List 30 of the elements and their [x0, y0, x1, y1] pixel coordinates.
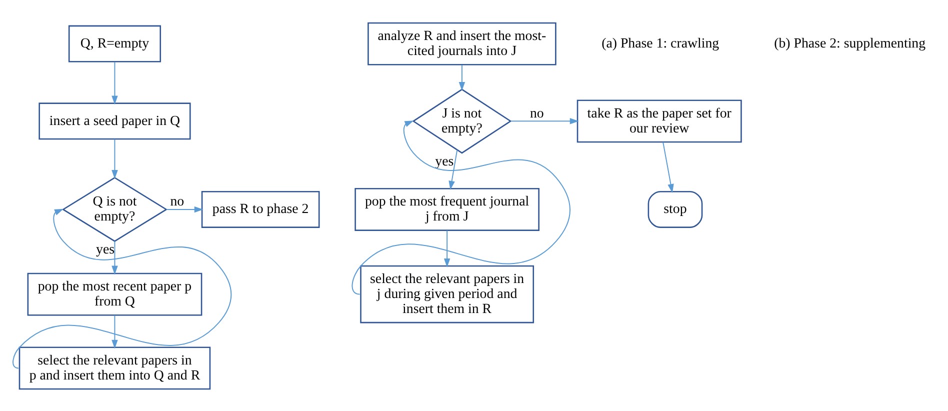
arrow — [352, 120, 570, 294]
edge-label: yes — [96, 242, 115, 258]
node-box: pop the most frequent journal j from J — [354, 188, 540, 230]
node-box: Q, R=empty — [68, 24, 162, 62]
node-diamond: J is not empty? — [412, 88, 512, 154]
arrow — [12, 208, 232, 368]
arrow — [444, 230, 450, 267]
node-box: insert a seed paper in Q — [38, 102, 191, 140]
arrow — [112, 314, 118, 348]
arrow — [112, 138, 118, 178]
arrow — [166, 206, 204, 212]
node-box: select the relevant papers in j during given period and insert them in R — [360, 264, 534, 323]
edge-label: yes — [435, 154, 454, 169]
node-box: pass R to phase 2 — [201, 190, 320, 228]
node-box: stop — [648, 190, 703, 228]
node-box: take R as the paper set for our review — [576, 99, 742, 142]
label: (b) Phase 2: supplementing — [774, 36, 926, 51]
node-diamond: Q is not empty? — [62, 176, 168, 242]
arrow — [448, 148, 458, 190]
node-box: select the relevant papers in p and insert them into Q and R — [18, 346, 211, 390]
edge-label: no — [170, 194, 184, 210]
arrow — [510, 118, 579, 124]
arrow — [112, 240, 118, 274]
label: (a) Phase 1: crawling — [602, 36, 720, 51]
edge-label: no — [530, 106, 544, 121]
arrow — [112, 60, 118, 104]
arrow — [662, 141, 674, 192]
node-box: pop the most recent paper p from Q — [27, 272, 202, 316]
arrow — [458, 64, 466, 90]
node-box: analyze R and insert the most-cited journals into J — [368, 22, 556, 65]
